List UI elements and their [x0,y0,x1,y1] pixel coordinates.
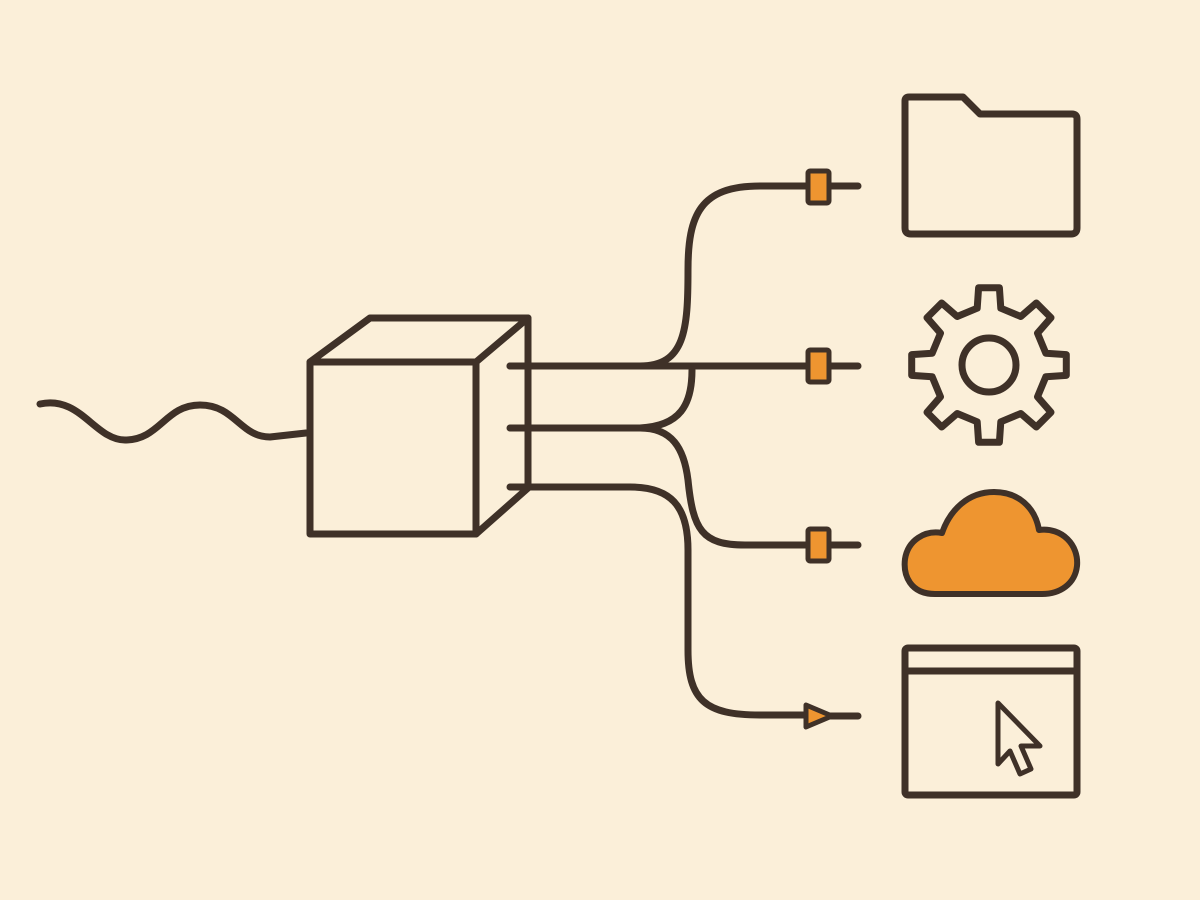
wire-to-folder [506,182,812,370]
browser-window-cursor-icon [901,644,1081,799]
wire-to-window [506,483,809,719]
folder-plug-connector [805,168,832,206]
gear-center-hole [958,334,1020,396]
cloud-plug-connector [805,526,832,564]
cube-top-face [306,314,532,366]
folder-icon [901,93,1081,238]
wire-to-cloud [506,424,812,549]
window-arrow-connector [803,702,835,730]
gear-icon [908,284,1070,446]
cloud-icon [901,489,1081,597]
cursor-icon [995,700,1043,777]
gear-plug-connector [805,347,832,385]
input-signal-line [36,399,310,444]
